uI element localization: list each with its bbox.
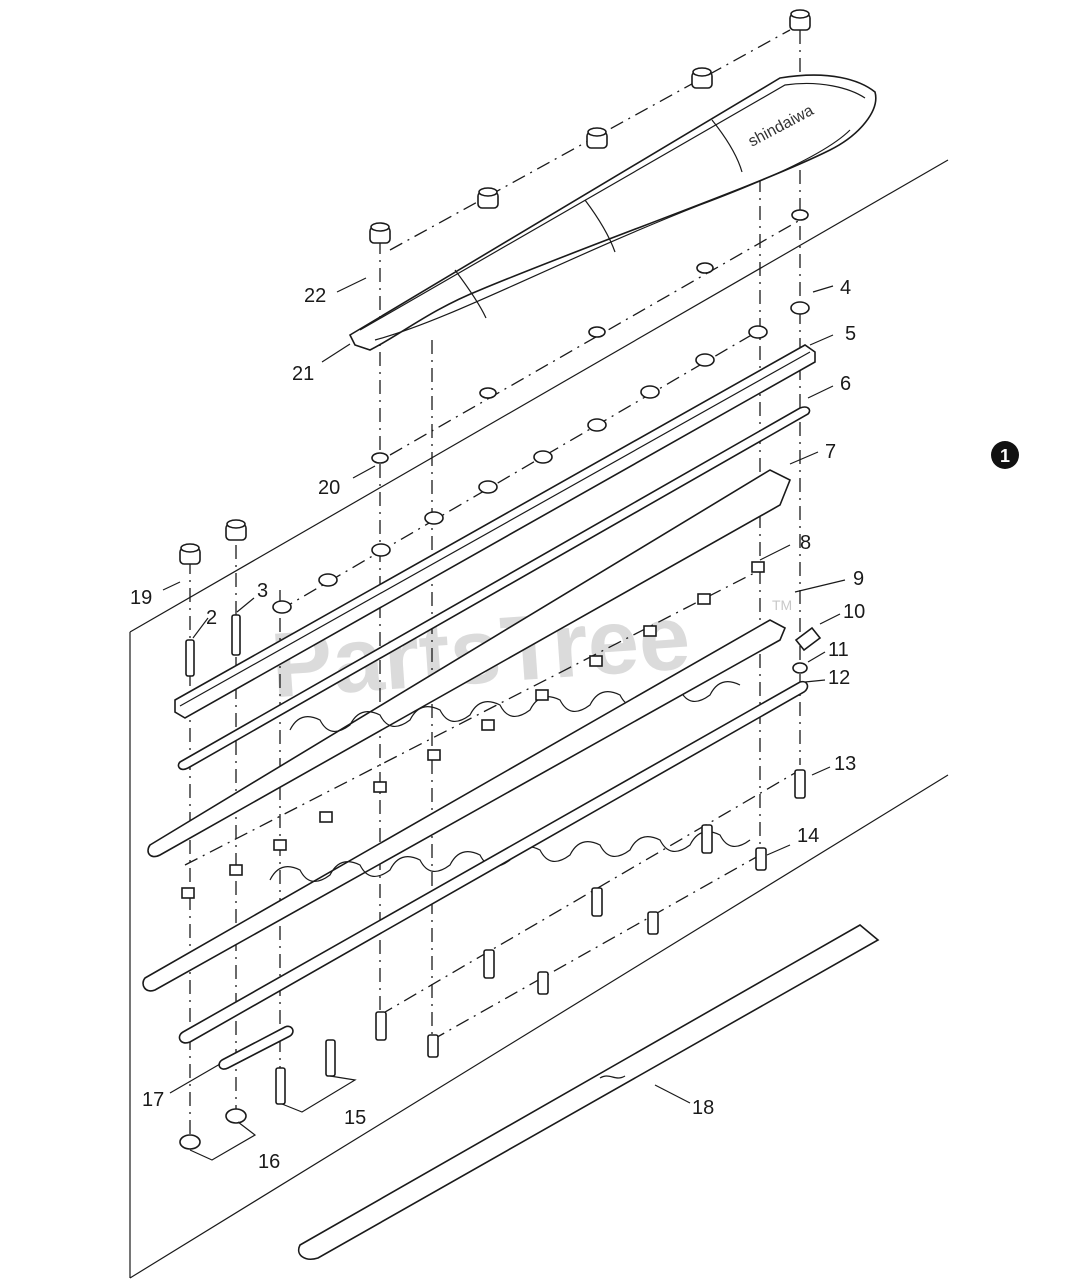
watermark-trademark: TM <box>772 597 792 613</box>
thin-plate <box>177 406 811 771</box>
leader-lines <box>162 277 846 1161</box>
callout-12: 12 <box>828 667 850 689</box>
bracket <box>794 626 822 652</box>
section-badge-number: 1 <box>1000 446 1010 466</box>
channel-rail <box>174 344 816 719</box>
callout-5: 5 <box>845 323 856 345</box>
callout-11: 11 <box>828 639 849 661</box>
callout-3: 3 <box>257 580 268 602</box>
studs <box>185 614 241 677</box>
callout-9: 9 <box>853 568 864 590</box>
callout-14: 14 <box>797 825 819 847</box>
callout-8: 8 <box>800 532 811 554</box>
cap-nuts-top <box>369 9 811 244</box>
callout-13: 13 <box>834 753 856 775</box>
screws-pair <box>275 1039 336 1105</box>
callout-18: 18 <box>692 1097 714 1119</box>
blade-sheath <box>298 924 880 1260</box>
callout-20: 20 <box>318 477 340 499</box>
section-badge: 1 <box>991 441 1019 469</box>
callout-21: 21 <box>292 363 314 385</box>
callout-15: 15 <box>344 1107 366 1129</box>
callout-4: 4 <box>840 277 851 299</box>
callout-10: 10 <box>843 601 865 623</box>
small-washer <box>792 662 808 674</box>
callout-22: 22 <box>304 285 326 307</box>
callout-19: 19 <box>130 587 152 609</box>
spacer-collars <box>272 301 810 614</box>
cap-nuts-left <box>179 519 247 565</box>
callout-2: 2 <box>206 607 217 629</box>
diagram-frame <box>129 159 949 1279</box>
bolts <box>375 769 806 1058</box>
sliding-blocks <box>181 561 765 899</box>
callout-7: 7 <box>825 441 836 463</box>
nuts-bottom <box>179 1108 247 1150</box>
blade-cover: shindaiwa <box>348 74 877 351</box>
callout-6: 6 <box>840 373 851 395</box>
washers-row <box>371 209 809 464</box>
callout-17: 17 <box>142 1089 164 1111</box>
bottom-plate <box>178 680 809 1044</box>
callout-16: 16 <box>258 1151 280 1173</box>
callout-labels: 22 21 20 4 5 6 7 8 9 10 11 12 13 14 15 1… <box>130 277 865 1173</box>
link-plate <box>218 1025 294 1070</box>
